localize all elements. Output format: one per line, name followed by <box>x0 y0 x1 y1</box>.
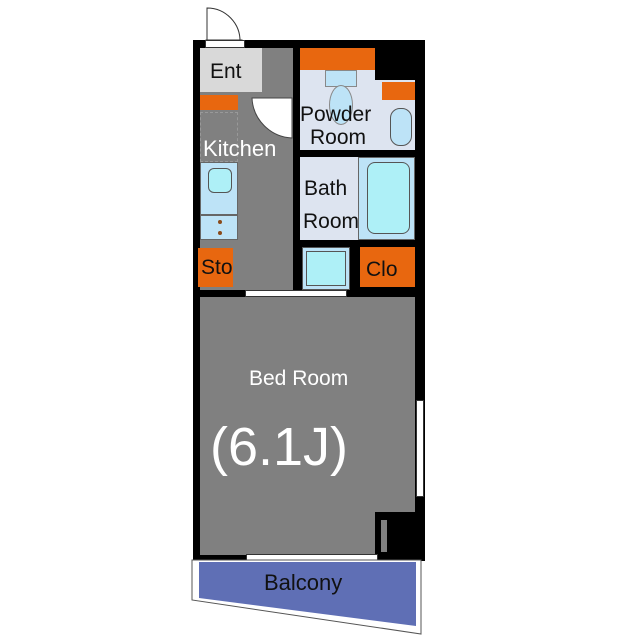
kitchen-label: Kitchen <box>203 136 277 161</box>
corridor-floor-upper <box>262 48 293 92</box>
powder-room-shelf <box>382 82 415 100</box>
bath-room-label-1: Bath <box>304 177 348 200</box>
kitchen-counter <box>200 112 238 162</box>
stove-burner-icon <box>218 231 222 235</box>
entrance-label: Ent <box>210 60 242 83</box>
toilet-icon <box>329 85 353 125</box>
closet-label: Clo <box>366 258 398 281</box>
bathtub <box>367 162 410 234</box>
washer-pan <box>306 251 346 286</box>
stove <box>200 215 238 240</box>
bed-room-door <box>245 290 347 297</box>
bed-room-label: Bed Room <box>249 367 349 390</box>
door-swing-icon <box>251 97 293 139</box>
wash-basin <box>390 108 412 146</box>
balcony-area <box>191 559 422 635</box>
window-right <box>416 400 424 497</box>
powder-room-corner-wall <box>375 48 415 80</box>
bath-room-label-2: Room <box>303 210 360 233</box>
kitchen-cabinet <box>200 95 238 110</box>
entrance-door-icon <box>205 7 243 44</box>
balcony-label: Balcony <box>264 570 343 595</box>
closet <box>360 247 415 287</box>
bed-room-size: (6.1J) <box>210 417 349 477</box>
kitchen-sink <box>208 168 232 193</box>
powder-room-cabinet <box>300 48 375 70</box>
column-pipe <box>381 520 387 552</box>
storage-closet <box>198 248 233 287</box>
stove-burner-icon <box>218 220 222 224</box>
powder-room-label-2: Room <box>310 126 367 149</box>
powder-room-label-1: Powder <box>300 103 372 126</box>
entrance-area <box>200 48 262 92</box>
storage-label: Sto <box>201 256 233 279</box>
entrance-opening <box>205 40 245 48</box>
